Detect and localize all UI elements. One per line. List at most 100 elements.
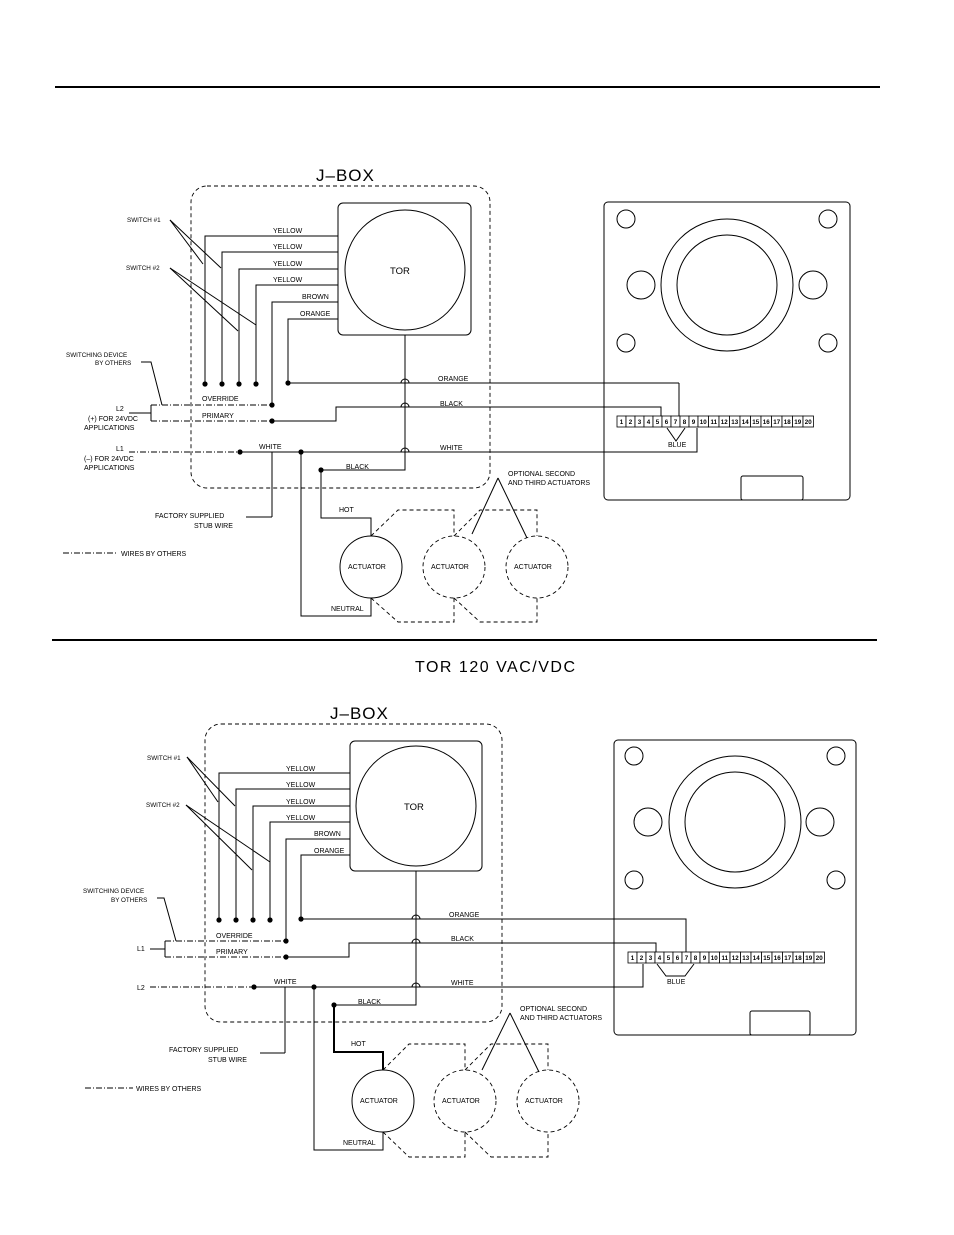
l1-label-1: L1 xyxy=(116,446,124,453)
terminal-number: 7 xyxy=(685,955,689,962)
wire-blue-1: BLUE xyxy=(668,442,687,449)
jbox-outline-2 xyxy=(204,723,503,1023)
terminal-number: 3 xyxy=(649,955,653,962)
terminal-cell xyxy=(813,951,825,964)
wire-black-out-2: BLACK xyxy=(358,999,381,1006)
svg-text:ACTUATOR: ACTUATOR xyxy=(442,1098,480,1105)
l1-label-2: L1 xyxy=(137,946,145,953)
wire-yellow-2d: YELLOW xyxy=(286,815,316,822)
wire-yellow-1d: YELLOW xyxy=(273,277,303,284)
wire-primary-2: PRIMARY xyxy=(216,949,248,956)
terminal-number: 6 xyxy=(665,419,669,426)
terminal-number: 17 xyxy=(784,955,791,962)
wire-white-in-2: WHITE xyxy=(274,979,297,986)
wire-black-2: BLACK xyxy=(451,936,474,943)
switching-device-1b: BY OTHERS xyxy=(95,360,131,367)
switching-device-2a: SWITCHING DEVICE xyxy=(83,888,144,895)
wire-black-out-1: BLACK xyxy=(346,464,369,471)
terminal-number: 1 xyxy=(631,955,635,962)
svg-text:ACTUATOR: ACTUATOR xyxy=(514,564,552,571)
terminal-number: 9 xyxy=(703,955,707,962)
l1-sub-1: (–) FOR 24VDC xyxy=(84,456,134,463)
wire-orange-1: ORANGE xyxy=(438,376,469,383)
wire-orange-2: ORANGE xyxy=(449,912,480,919)
terminal-number: 12 xyxy=(732,955,739,962)
stub-wire-2b: STUB WIRE xyxy=(208,1057,247,1064)
svg-text:ACTUATOR: ACTUATOR xyxy=(525,1098,563,1105)
switch1-label-1: SWITCH #1 xyxy=(127,217,161,224)
terminal-number: 1 xyxy=(620,419,624,426)
actuator-board-2 xyxy=(613,739,857,1036)
terminal-number: 17 xyxy=(773,419,780,426)
switch1-label-2: SWITCH #1 xyxy=(147,755,181,762)
svg-text:ACTUATOR: ACTUATOR xyxy=(348,564,386,571)
terminal-number: 4 xyxy=(658,955,662,962)
wire-brown-1: BROWN xyxy=(302,294,329,301)
optional-2b: AND THIRD ACTUATORS xyxy=(520,1015,602,1022)
diagram-title-2: TOR 120 VAC/VDC xyxy=(415,659,577,676)
wire-override-2: OVERRIDE xyxy=(216,933,253,940)
wire-brown-2: BROWN xyxy=(314,831,341,838)
switch2-label-1: SWITCH #2 xyxy=(126,265,160,272)
terminal-cell xyxy=(802,415,814,428)
terminal-number: 12 xyxy=(721,419,728,426)
terminal-number: 14 xyxy=(742,419,749,426)
wire-yellow-1b: YELLOW xyxy=(273,244,303,251)
wire-hot-2: HOT xyxy=(351,1041,367,1048)
terminal-number: 3 xyxy=(638,419,642,426)
wire-yellow-2c: YELLOW xyxy=(286,799,316,806)
wire-hot-1: HOT xyxy=(339,507,355,514)
stub-wire-1b: STUB WIRE xyxy=(194,523,233,530)
terminal-number: 11 xyxy=(721,955,728,962)
terminal-number: 5 xyxy=(656,419,660,426)
terminal-number: 10 xyxy=(700,419,707,426)
terminal-number: 20 xyxy=(816,955,823,962)
wire-black-1: BLACK xyxy=(440,401,463,408)
wire-primary-1: PRIMARY xyxy=(202,413,234,420)
optional-1a: OPTIONAL SECOND xyxy=(508,471,575,478)
wire-yellow-1a: YELLOW xyxy=(273,228,303,235)
svg-text:ACTUATOR: ACTUATOR xyxy=(360,1098,398,1105)
wire-white-2: WHITE xyxy=(451,980,474,987)
jbox-label-1: J–BOX xyxy=(316,166,375,185)
tor-circle-1 xyxy=(344,209,466,331)
terminal-number: 13 xyxy=(731,419,738,426)
terminal-number: 8 xyxy=(694,955,698,962)
terminal-number: 2 xyxy=(629,419,633,426)
l2-label-1: L2 xyxy=(116,406,124,413)
svg-text:ACTUATOR: ACTUATOR xyxy=(431,564,469,571)
wires-by-others-2: WIRES BY OTHERS xyxy=(136,1086,202,1093)
wire-yellow-2a: YELLOW xyxy=(286,766,316,773)
terminal-number: 19 xyxy=(805,955,812,962)
terminal-number: 18 xyxy=(795,955,802,962)
terminal-number: 16 xyxy=(763,419,770,426)
actuator-1c xyxy=(505,535,569,599)
optional-1b: AND THIRD ACTUATORS xyxy=(508,480,590,487)
terminal-number: 19 xyxy=(794,419,801,426)
tor-label-1: TOR xyxy=(390,266,410,277)
terminal-number: 5 xyxy=(667,955,671,962)
switching-device-2b: BY OTHERS xyxy=(111,897,147,904)
terminal-number: 15 xyxy=(763,955,770,962)
wire-yellow-2b: YELLOW xyxy=(286,782,316,789)
wire-yellow-1c: YELLOW xyxy=(273,261,303,268)
terminal-number: 10 xyxy=(711,955,718,962)
switching-device-1a: SWITCHING DEVICE xyxy=(66,352,127,359)
terminal-number: 8 xyxy=(683,419,687,426)
jbox-outline-1 xyxy=(190,185,491,489)
stub-wire-2a: FACTORY SUPPLIED xyxy=(169,1047,238,1054)
terminal-number: 4 xyxy=(647,419,651,426)
l2-label-2: L2 xyxy=(137,985,145,992)
wire-neutral-1: NEUTRAL xyxy=(331,606,364,613)
jbox-label-2: J–BOX xyxy=(330,704,389,723)
wires-by-others-1: WIRES BY OTHERS xyxy=(121,551,187,558)
diagram-1: J–BOX TOR SWITCH #1 SWITCH #2 YELLOW YEL… xyxy=(63,166,851,623)
terminal-number: 7 xyxy=(674,419,678,426)
optional-2a: OPTIONAL SECOND xyxy=(520,1006,587,1013)
terminal-number: 6 xyxy=(676,955,680,962)
switch2-label-2: SWITCH #2 xyxy=(146,802,180,809)
terminal-number: 15 xyxy=(752,419,759,426)
wire-orange-top-2: ORANGE xyxy=(314,848,345,855)
